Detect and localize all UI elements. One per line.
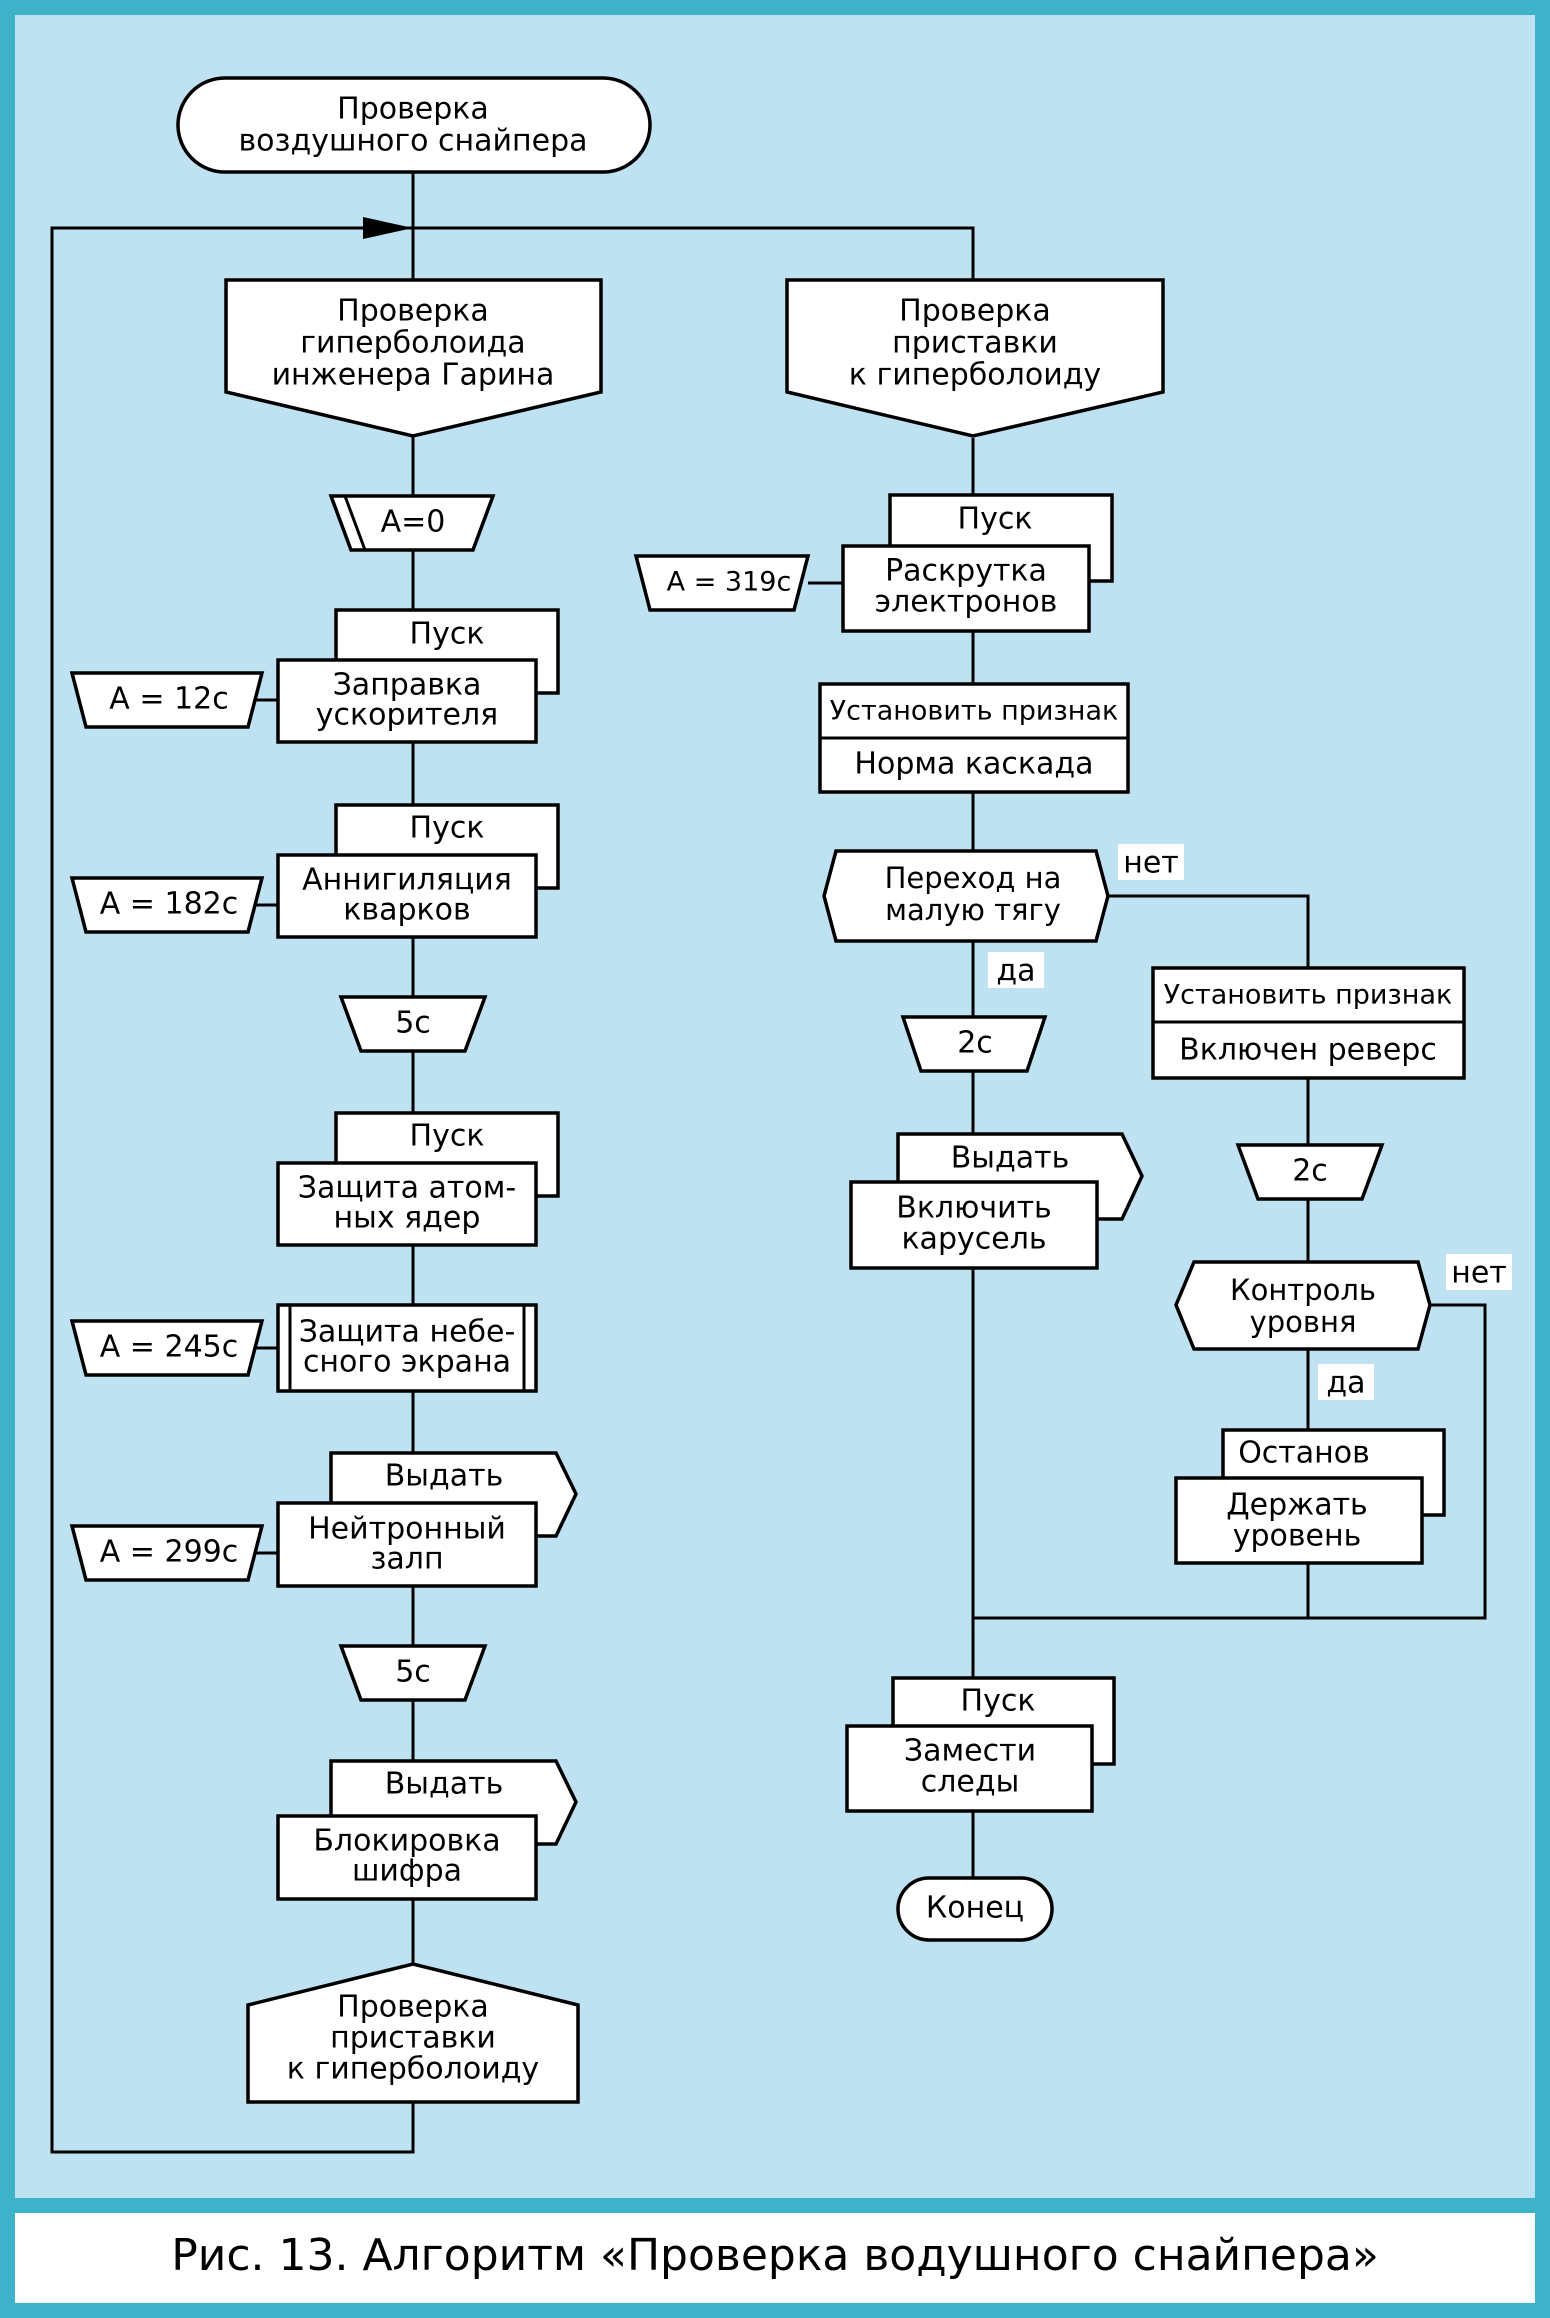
right-step1-block: Пуск Раскрутка электронов А = 319с xyxy=(633,493,1114,633)
right-step4-tab: Пуск xyxy=(961,1684,1036,1719)
left-step5-tab: Выдать xyxy=(385,1459,504,1494)
right-end-terminator: Конец xyxy=(896,1876,1054,1942)
left-step3-line1: Защита атом- xyxy=(298,1171,516,1206)
sub-flag2-top: Установить признак xyxy=(1164,980,1453,1011)
init-counter-block: А=0 xyxy=(328,494,496,552)
sub-step3-line1: Держать xyxy=(1226,1488,1368,1523)
right-step4-line2: следы xyxy=(921,1765,1020,1800)
right-title-line2: приставки xyxy=(892,326,1058,361)
left-step5-block: Выдать Нейтронный залп А = 299с xyxy=(69,1451,578,1588)
right-step1-line2: электронов xyxy=(875,585,1058,620)
left-step5-line1: Нейтронный xyxy=(308,1512,506,1547)
init-counter-label: А=0 xyxy=(381,505,446,540)
left-branch-title: Проверка гиперболоида инженера Гарина xyxy=(224,278,603,438)
left-step1-tab: Пуск xyxy=(410,617,485,652)
right-flag1-bottom: Норма каскада xyxy=(854,747,1093,782)
right-step2-block: Выдать Включить карусель xyxy=(849,1132,1144,1270)
left-step2-line1: Аннигиляция xyxy=(302,863,512,898)
left-title-line2: гиперболоида xyxy=(300,326,525,361)
sub-wait2-label: 2с xyxy=(1292,1154,1328,1189)
left-step6-tab: Выдать xyxy=(385,1767,504,1802)
left-wait2-block: 5с xyxy=(338,1644,488,1702)
left-end-line3: к гиперболоиду xyxy=(287,2052,539,2087)
left-step4-block: Защита небе- сного экрана А = 245с xyxy=(69,1303,538,1393)
sub-step3-tab: Останов xyxy=(1238,1436,1370,1471)
figure-caption: Рис. 13. Алгоритм «Проверка водушного сн… xyxy=(171,2230,1379,2281)
left-end-block: Проверка приставки к гиперболоиду xyxy=(246,1962,580,2104)
left-step6-line1: Блокировка xyxy=(313,1824,500,1859)
right-branch-title: Проверка приставки к гиперболоиду xyxy=(785,278,1165,438)
right-decision1-yes-label: да xyxy=(996,954,1035,989)
left-step2-time: А = 182с xyxy=(100,887,239,922)
left-step1-line2: ускорителя xyxy=(316,698,498,733)
right-step2-tab: Выдать xyxy=(951,1141,1070,1176)
left-step4-line2: сного экрана xyxy=(303,1345,511,1380)
caption-bar xyxy=(15,2213,1535,2303)
left-wait1-label: 5с xyxy=(395,1006,431,1041)
left-step4-time: А = 245с xyxy=(100,1330,239,1365)
right-wait1-block: 2с xyxy=(900,1015,1048,1073)
right-decision1-no-label: нет xyxy=(1123,846,1179,881)
left-step5-time: А = 299с xyxy=(100,1535,239,1570)
sub-decision2-line1: Контроль xyxy=(1230,1273,1376,1307)
start-title-line1: Проверка xyxy=(337,92,489,127)
left-title-line1: Проверка xyxy=(337,294,489,329)
sub-step3-block: Останов Держать уровень xyxy=(1174,1428,1446,1565)
start-title-line2: воздушного снайпера xyxy=(238,124,587,159)
left-step2-tab: Пуск xyxy=(410,811,485,846)
left-wait1-block: 5с xyxy=(338,995,488,1053)
right-step1-line1: Раскрутка xyxy=(885,554,1047,589)
right-decision1-line2: малую тягу xyxy=(885,893,1061,927)
right-step1-time: А = 319с xyxy=(667,567,792,598)
left-wait2-label: 5с xyxy=(395,1655,431,1690)
sub-flag2-bottom: Включен реверс xyxy=(1179,1033,1437,1068)
left-step1-time: А = 12с xyxy=(109,682,228,717)
left-title-line3: инженера Гарина xyxy=(272,358,555,393)
right-flag1-top: Установить признак xyxy=(830,696,1119,727)
left-end-line1: Проверка xyxy=(337,1990,489,2025)
left-step1-block: Пуск Заправка ускорителя А = 12с xyxy=(69,608,560,744)
right-step2-line2: карусель xyxy=(901,1222,1046,1257)
loop-arrow xyxy=(363,217,413,239)
right-title-line3: к гиперболоиду xyxy=(849,358,1101,393)
left-step6-line2: шифра xyxy=(352,1854,462,1889)
left-step3-tab: Пуск xyxy=(410,1119,485,1154)
sub-step3-line2: уровень xyxy=(1233,1519,1362,1554)
sub-decision2-no-label: нет xyxy=(1451,1256,1507,1291)
right-step4-block: Пуск Замести следы xyxy=(845,1676,1116,1813)
right-end-label: Конец xyxy=(926,1891,1024,1926)
sub-wait2-block: 2с xyxy=(1235,1143,1385,1201)
right-wait1-label: 2с xyxy=(957,1026,993,1061)
left-step4-line1: Защита небе- xyxy=(299,1315,516,1350)
left-end-line2: приставки xyxy=(330,2021,496,2056)
right-flag1-block: Установить признак Норма каскада xyxy=(818,682,1130,794)
left-step3-block: Пуск Защита атом- ных ядер xyxy=(276,1111,560,1247)
start-terminator: Проверка воздушного снайпера xyxy=(176,76,652,174)
right-decision1-line1: Переход на xyxy=(885,861,1062,895)
right-title-line1: Проверка xyxy=(899,294,1051,329)
right-step1-tab: Пуск xyxy=(958,502,1033,537)
right-decision1-block: Переход на малую тягу нет да xyxy=(822,844,1184,989)
sub-flag2-block: Установить признак Включен реверс xyxy=(1151,966,1466,1080)
left-step6-block: Выдать Блокировка шифра xyxy=(276,1759,578,1901)
right-step2-line1: Включить xyxy=(896,1191,1052,1226)
left-step2-line2: кварков xyxy=(343,893,470,928)
right-step4-line1: Замести xyxy=(904,1734,1036,1769)
left-step3-line2: ных ядер xyxy=(334,1201,481,1236)
sub-decision2-line2: уровня xyxy=(1250,1305,1357,1339)
sub-decision2-yes-label: да xyxy=(1326,1366,1365,1401)
left-step1-line1: Заправка xyxy=(333,668,482,703)
sub-decision2-block: Контроль уровня нет да xyxy=(1174,1254,1512,1401)
left-step2-block: Пуск Аннигиляция кварков А = 182с xyxy=(69,803,560,939)
left-step5-line2: залп xyxy=(370,1542,443,1577)
